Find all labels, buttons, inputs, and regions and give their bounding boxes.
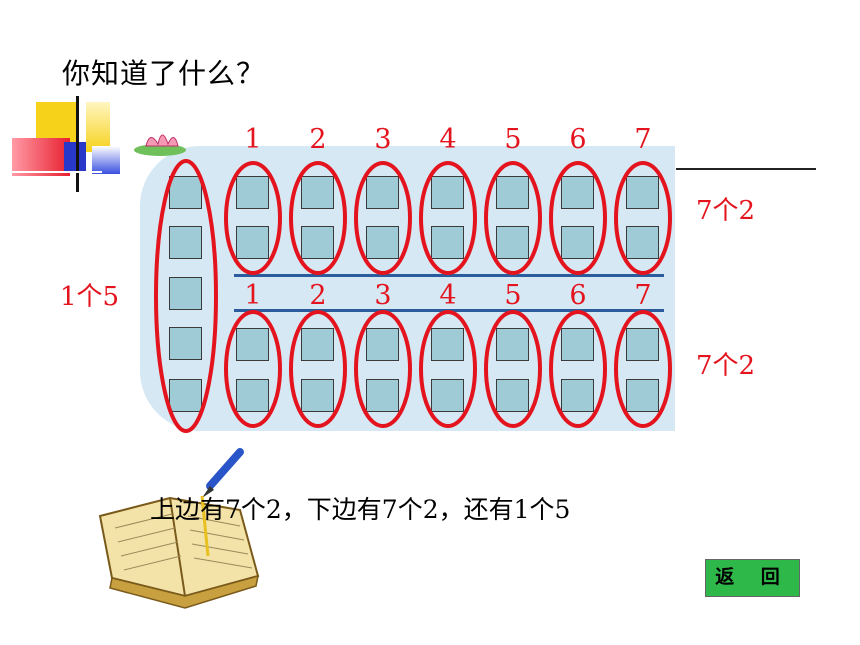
square-bottom-1-1 [236, 328, 269, 361]
top-number-5: 5 [504, 124, 522, 155]
oval-top-7 [614, 161, 672, 275]
square-top-2-1 [301, 176, 334, 209]
square-left-1 [169, 176, 202, 209]
square-bottom-6-2 [561, 379, 594, 412]
label-bottom-count: 7个2 [696, 351, 756, 381]
square-bottom-7-1 [626, 328, 659, 361]
top-number-3: 3 [374, 124, 392, 155]
top-number-4: 4 [439, 124, 457, 155]
oval-bottom-3 [354, 310, 412, 428]
square-bottom-3-2 [366, 379, 399, 412]
square-top-7-1 [626, 176, 659, 209]
square-top-5-2 [496, 226, 529, 259]
oval-bottom-6 [549, 310, 607, 428]
square-left-2 [169, 226, 202, 259]
oval-top-5 [484, 161, 542, 275]
square-top-2-2 [301, 226, 334, 259]
square-top-7-2 [626, 226, 659, 259]
square-top-3-2 [366, 226, 399, 259]
bottom-number-4: 4 [439, 280, 457, 311]
square-bottom-3-1 [366, 328, 399, 361]
page-title: 你知道了什么？ [62, 57, 266, 90]
square-top-5-1 [496, 176, 529, 209]
square-top-4-2 [431, 226, 464, 259]
back-button[interactable]: 返 回 [705, 559, 800, 597]
oval-bottom-1 [224, 310, 282, 428]
oval-top-1 [224, 161, 282, 275]
top-number-2: 2 [309, 124, 327, 155]
bottom-number-7: 7 [634, 280, 652, 311]
top-number-6: 6 [569, 124, 587, 155]
oval-bottom-2 [289, 310, 347, 428]
square-bottom-7-2 [626, 379, 659, 412]
lotus-icon [134, 134, 186, 156]
oval-top-2 [289, 161, 347, 275]
bottom-number-3: 3 [374, 280, 392, 311]
square-left-4 [169, 327, 202, 360]
square-left-3 [169, 277, 202, 310]
square-top-1-1 [236, 176, 269, 209]
square-bottom-4-1 [431, 328, 464, 361]
square-top-6-2 [561, 226, 594, 259]
top-number-1: 1 [244, 124, 262, 155]
bottom-number-6: 6 [569, 280, 587, 311]
square-top-3-1 [366, 176, 399, 209]
oval-bottom-5 [484, 310, 542, 428]
oval-left [154, 159, 218, 433]
square-bottom-2-1 [301, 328, 334, 361]
label-left-count: 1个5 [60, 282, 120, 312]
divider-line [676, 168, 816, 170]
book-pen-icon [98, 448, 260, 609]
square-top-4-1 [431, 176, 464, 209]
label-top-count: 7个2 [696, 196, 756, 226]
bottom-number-1: 1 [244, 280, 262, 311]
square-bottom-5-1 [496, 328, 529, 361]
square-left-5 [169, 379, 202, 412]
bottom-number-5: 5 [504, 280, 522, 311]
square-bottom-6-1 [561, 328, 594, 361]
square-bottom-2-2 [301, 379, 334, 412]
square-top-1-2 [236, 226, 269, 259]
oval-bottom-7 [614, 310, 672, 428]
separator-line-top [234, 274, 664, 277]
bottom-number-2: 2 [309, 280, 327, 311]
square-top-6-1 [561, 176, 594, 209]
top-number-7: 7 [634, 124, 652, 155]
summary-sentence: 上边有7个2，下边有7个2，还有1个5 [150, 495, 571, 524]
square-bottom-4-2 [431, 379, 464, 412]
square-bottom-1-2 [236, 379, 269, 412]
oval-bottom-4 [419, 310, 477, 428]
oval-top-4 [419, 161, 477, 275]
oval-top-3 [354, 161, 412, 275]
oval-top-6 [549, 161, 607, 275]
square-bottom-5-2 [496, 379, 529, 412]
